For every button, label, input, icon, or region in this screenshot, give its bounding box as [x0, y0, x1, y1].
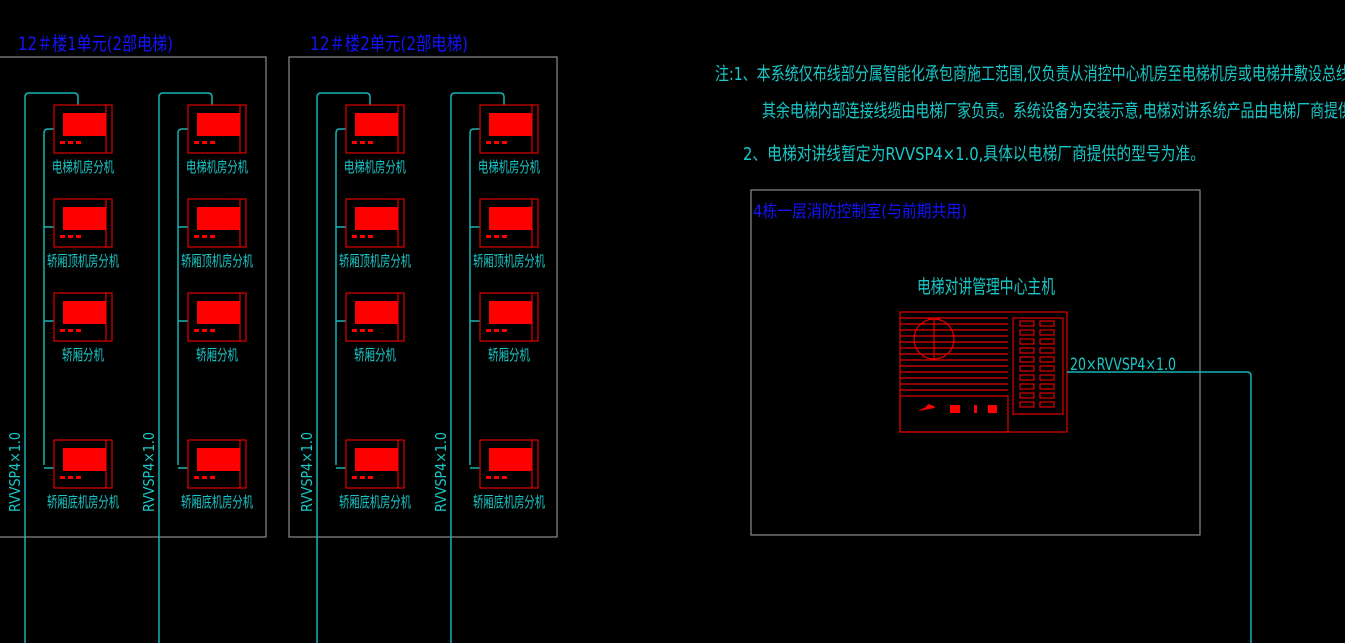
- riser-cable-label: RVVSP4×1.0: [298, 432, 316, 512]
- handset-icon: [918, 404, 935, 411]
- screen-icon: [63, 113, 106, 136]
- building-2-frame: [288, 56, 558, 538]
- device-label: 电梯机房分机: [186, 158, 248, 176]
- screen-icon: [63, 207, 106, 230]
- host-label: 电梯对讲管理中心主机: [917, 276, 1055, 298]
- device-label: 轿厢底机房分机: [473, 493, 545, 511]
- screen-icon: [63, 448, 106, 471]
- intercom-extension-device[interactable]: [53, 292, 113, 342]
- intercom-extension-device[interactable]: [345, 292, 405, 342]
- device-label: 电梯机房分机: [478, 158, 540, 176]
- screen-icon: [355, 207, 398, 230]
- screen-icon: [489, 113, 532, 136]
- branch-cable: [469, 128, 480, 465]
- control-room-title: 4栋一层消防控制室(与前期共用): [753, 202, 967, 222]
- screen-icon: [197, 207, 240, 230]
- channel-keys: [1019, 320, 1055, 408]
- device-label: 轿厢底机房分机: [181, 493, 253, 511]
- intercom-extension-device[interactable]: [187, 198, 247, 248]
- riser-cable: [316, 92, 371, 643]
- button-icon: [950, 405, 960, 413]
- button-icon: [988, 405, 997, 413]
- device-label: 电梯机房分机: [52, 158, 114, 176]
- branch-cable: [335, 128, 346, 465]
- riser-cable: [158, 92, 213, 643]
- note-line-2: 其余电梯内部连接线缆由电梯厂家负责。系统设备为安装示意,电梯对讲系统产品由电梯厂…: [762, 101, 1345, 122]
- device-label: 电梯机房分机: [344, 158, 406, 176]
- building-1-title: 12＃楼1单元(2部电梯): [18, 33, 173, 55]
- device-label: 轿厢分机: [354, 346, 396, 364]
- intercom-extension-device[interactable]: [479, 198, 539, 248]
- device-label: 轿厢顶机房分机: [47, 252, 119, 270]
- device-label: 轿厢底机房分机: [47, 493, 119, 511]
- intercom-extension-device[interactable]: [345, 439, 405, 489]
- device-label: 轿厢顶机房分机: [339, 252, 411, 270]
- intercom-extension-device[interactable]: [479, 439, 539, 489]
- building-1-frame: [0, 56, 267, 538]
- device-label: 轿厢分机: [196, 346, 238, 364]
- device-label: 轿厢顶机房分机: [473, 252, 545, 270]
- riser-cable-label: RVVSP4×1.0: [432, 432, 450, 512]
- screen-icon: [489, 448, 532, 471]
- screen-icon: [63, 301, 106, 324]
- screen-icon: [355, 301, 398, 324]
- note-line-3: 2、电梯对讲线暂定为RVVSP4×1.0,具体以电梯厂商提供的型号为准。: [743, 144, 1205, 165]
- branch-cable: [177, 128, 188, 465]
- riser-cable: [24, 92, 79, 643]
- control-room-frame: [750, 189, 1201, 536]
- screen-icon: [197, 448, 240, 471]
- trunk-cable: [1067, 371, 1252, 643]
- intercom-extension-device[interactable]: [187, 104, 247, 154]
- speaker-grille-icon: [900, 317, 1008, 391]
- device-label: 轿厢分机: [62, 346, 104, 364]
- screen-icon: [489, 301, 532, 324]
- intercom-extension-device[interactable]: [53, 198, 113, 248]
- note-line-1: 注:1、本系统仅布线部分属智能化承包商施工范围,仅负责从消控中心机房至电梯机房或…: [715, 64, 1345, 85]
- screen-icon: [197, 301, 240, 324]
- management-host-device[interactable]: [899, 311, 1068, 433]
- trunk-cable-label: 20×RVVSP4×1.0: [1070, 355, 1176, 375]
- riser-cable: [450, 92, 505, 643]
- intercom-extension-device[interactable]: [479, 292, 539, 342]
- intercom-extension-device[interactable]: [53, 104, 113, 154]
- intercom-extension-device[interactable]: [345, 198, 405, 248]
- intercom-extension-device[interactable]: [187, 292, 247, 342]
- intercom-extension-device[interactable]: [345, 104, 405, 154]
- device-label: 轿厢分机: [488, 346, 530, 364]
- device-label: 轿厢顶机房分机: [181, 252, 253, 270]
- screen-icon: [355, 113, 398, 136]
- intercom-extension-device[interactable]: [187, 439, 247, 489]
- intercom-extension-device[interactable]: [479, 104, 539, 154]
- screen-icon: [355, 448, 398, 471]
- riser-cable-label: RVVSP4×1.0: [6, 432, 24, 512]
- riser-cable-label: RVVSP4×1.0: [140, 432, 158, 512]
- branch-cable: [43, 128, 54, 465]
- building-2-title: 12＃楼2单元(2部电梯): [310, 33, 468, 55]
- screen-icon: [489, 207, 532, 230]
- device-label: 轿厢底机房分机: [339, 493, 411, 511]
- intercom-extension-device[interactable]: [53, 439, 113, 489]
- screen-icon: [197, 113, 240, 136]
- indicator-icon: [974, 405, 977, 413]
